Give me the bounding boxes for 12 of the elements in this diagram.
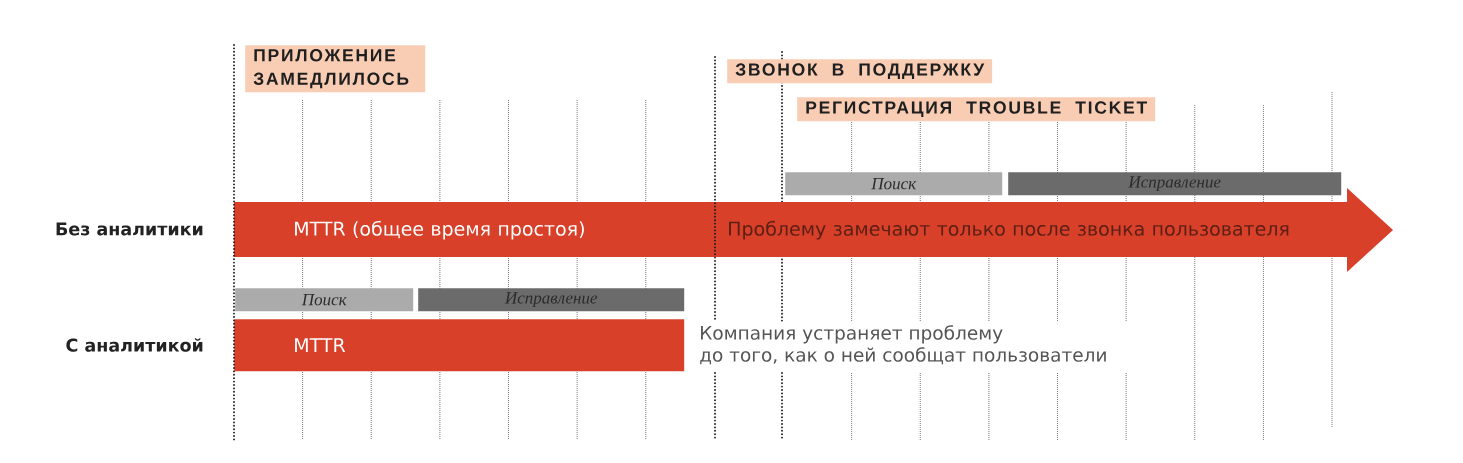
duration-bar: MTTR — [234, 319, 685, 372]
phase-bar: Поиск — [785, 172, 1003, 196]
phase-bar: Поиск — [235, 288, 414, 312]
phase-bar: Исправление — [418, 288, 685, 312]
highlight-label: РЕГИСТРАЦИЯ TROUBLE TICKET — [797, 97, 1156, 122]
phase-bar: Исправление — [1008, 172, 1342, 196]
arrow-bar: MTTR (общее время простоя) Проблему замечают только после звонка пользователя — [234, 188, 1393, 272]
highlight-label: ЗВОНОК В ПОДДЕРЖКУ — [727, 59, 993, 84]
highlight-label: ПРИЛОЖЕНИЕ ЗАМЕДЛИЛОСЬ — [245, 45, 426, 93]
row-label: С аналитикой — [66, 338, 203, 352]
row-label: Без аналитики — [56, 222, 203, 236]
note-text: Компания устраняет проблему до того, как о ней сообщат пользователи — [700, 325, 1106, 365]
